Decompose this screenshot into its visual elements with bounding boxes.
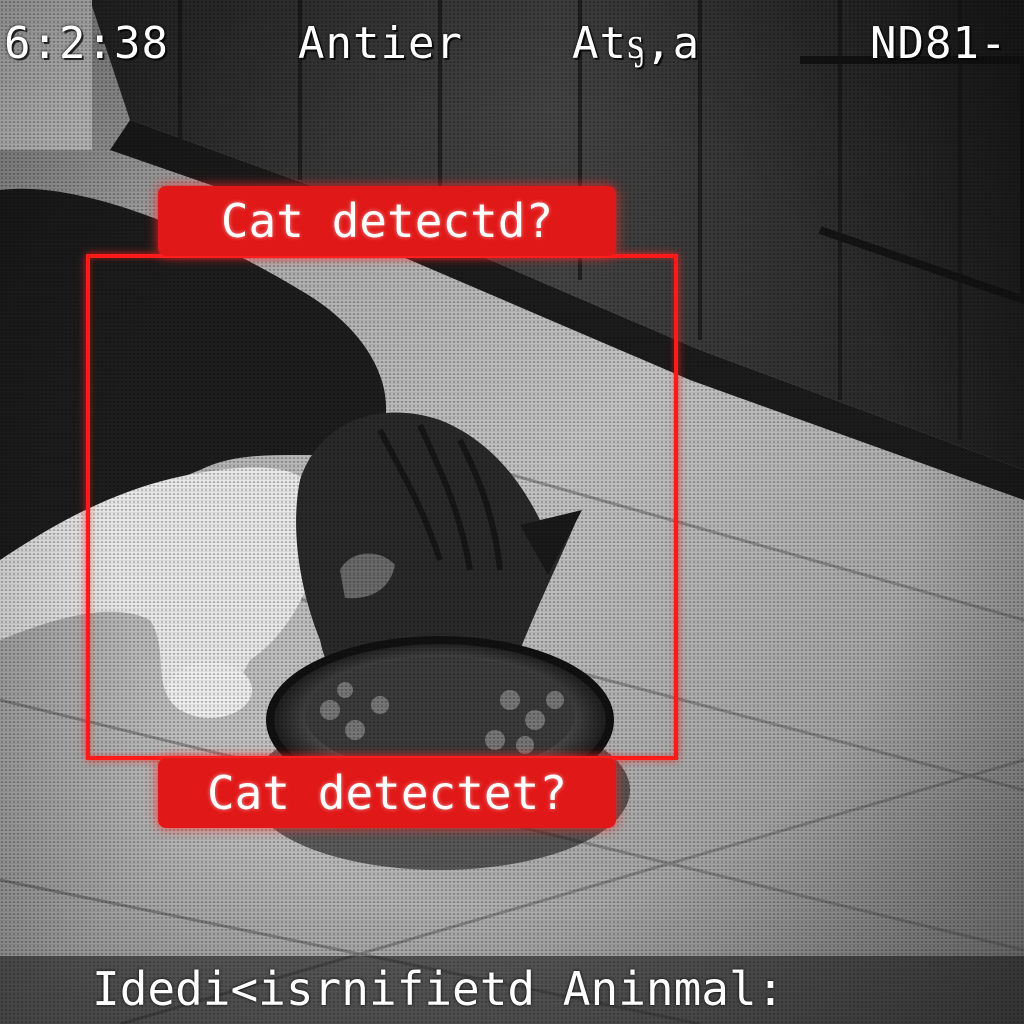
bowl-food [305,657,575,773]
osd-status-label: Atᶊ,a [572,18,701,69]
osd-channel-label: ND81- [870,18,1008,69]
cat-ear-left [340,553,395,599]
white-wall [0,0,92,150]
cat-stripes [377,423,503,571]
detection-label-top: Cat detectd? [158,186,616,256]
detection-label-bottom: Cat detectet? [158,758,616,828]
detection-bounding-box [86,254,678,760]
kibble [320,682,564,754]
caption-text: Idedi<isrnifietd Aninmal: [92,962,785,1016]
osd-timestamp: 6:2:38 [4,18,169,69]
cat-ear-right [520,510,582,575]
caption-bar [0,956,1024,1024]
cat-back [0,188,387,601]
cat-chest [0,467,322,713]
osd-mode-label: Antier [298,18,463,69]
door-panel [800,56,1024,305]
cat-paw [168,662,252,718]
